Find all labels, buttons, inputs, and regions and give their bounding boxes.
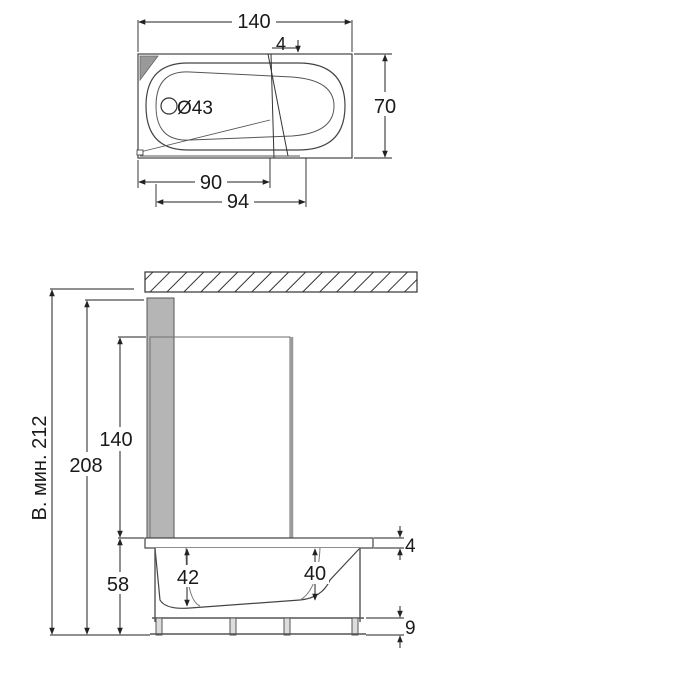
leg-4 — [351, 617, 359, 636]
tub-basin — [145, 62, 346, 151]
screen-swing-line — [139, 119, 271, 153]
tub-rim — [144, 537, 374, 549]
screen-line-b — [270, 53, 275, 159]
leg-1 — [155, 617, 163, 636]
drain-diameter-label: Ø43 — [177, 98, 213, 119]
dim-rim-thickness-label: 4 — [405, 536, 416, 557]
drain-circle — [160, 97, 178, 115]
dim-screen-position-label: 90 — [200, 172, 222, 194]
side-view: В. мин. 212 208 140 58 42 40 4 9 — [26, 271, 418, 648]
tub-basin-inner — [155, 71, 335, 141]
dim-rim-height-label: 58 — [107, 574, 129, 596]
ceiling-hatch — [144, 271, 418, 293]
dim-min-height-label: В. мин. 212 — [29, 416, 51, 521]
corner-shelf — [139, 55, 159, 82]
top-view: Ø43 140 4 70 90 94 — [136, 10, 402, 213]
dim-screen-length-label: 94 — [227, 191, 249, 213]
dim-depth-right-label: 40 — [304, 563, 326, 585]
dim-length-label: 140 — [237, 11, 270, 33]
dim-screen-total-label: 208 — [69, 455, 102, 477]
dim-leg-clearance-label: 9 — [405, 618, 416, 639]
dim-glass-height-label: 140 — [99, 429, 132, 451]
hinge-mark — [136, 149, 144, 156]
dim-width-label: 70 — [374, 96, 396, 118]
screen-profile — [146, 297, 175, 539]
dim-depth-left-label: 42 — [177, 567, 199, 589]
leg-3 — [283, 617, 291, 636]
leg-2 — [229, 617, 237, 636]
dim-offset-label: 4 — [276, 34, 286, 54]
